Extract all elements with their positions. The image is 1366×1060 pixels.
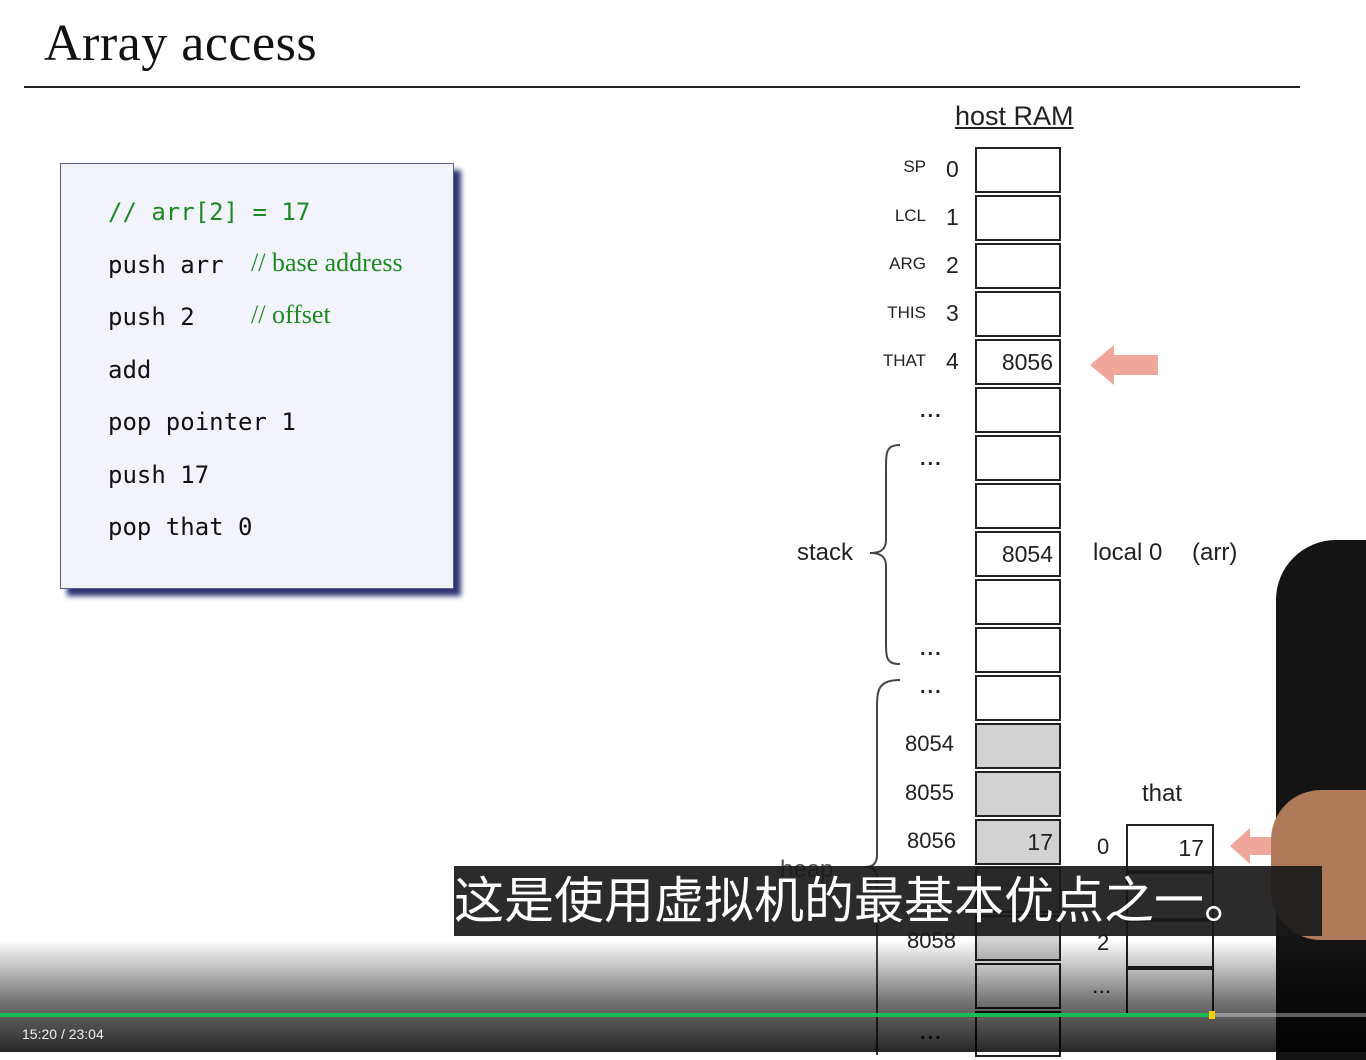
code-panel: // arr[2] = 17 push arr // base address …: [60, 163, 454, 589]
player-controls-overlay: [0, 940, 1366, 1052]
ram-index: 3: [946, 300, 959, 326]
ellipsis: ...: [920, 448, 943, 470]
register-label-lcl: LCL: [894, 206, 926, 225]
heap-cell: [975, 723, 1061, 769]
ram-cell: [975, 291, 1061, 337]
progress-fill: [0, 1013, 1212, 1017]
code-line-pop-that: pop that 0: [108, 513, 253, 541]
progress-bar[interactable]: [0, 1011, 1366, 1019]
ram-cell: [975, 195, 1061, 241]
ellipsis: ...: [920, 400, 943, 422]
local0-label: local 0: [1093, 539, 1163, 566]
heap-cell-8056: 17: [975, 819, 1061, 865]
ellipsis: ...: [920, 676, 943, 698]
code-line-pop-pointer: pop pointer 1: [108, 408, 296, 436]
code-line-push-arr: push arr: [108, 251, 224, 279]
title-divider: [24, 86, 1300, 88]
progress-scrubber[interactable]: [1208, 1011, 1215, 1019]
ram-index: 1: [946, 204, 959, 230]
heap-address: 8054: [905, 731, 954, 756]
ram-cell-that: 8056: [975, 339, 1061, 385]
that-cell-0: 17: [1126, 824, 1214, 872]
register-label-arg: ARG: [889, 254, 926, 273]
ram-index: 2: [946, 252, 959, 278]
register-label-sp: SP: [903, 157, 926, 176]
local0-var-label: (arr): [1192, 539, 1238, 566]
ram-cell: [975, 147, 1061, 193]
current-time: 15:20: [22, 1026, 58, 1042]
ram-index: 0: [946, 156, 959, 182]
code-line-add: add: [108, 356, 152, 384]
ram-cell: [975, 483, 1061, 529]
heap-address: 8056: [907, 828, 956, 853]
ram-cell: [975, 435, 1061, 481]
register-label-that: THAT: [882, 351, 926, 370]
ram-title: host RAM: [955, 101, 1074, 131]
ram-cell-local0: 8054: [975, 531, 1061, 577]
that-segment-title: that: [1142, 780, 1183, 807]
stack-brace-icon: [869, 444, 901, 665]
ram-cell: [975, 579, 1061, 625]
arrow-left-icon: [1090, 345, 1158, 385]
time-separator: /: [60, 1026, 65, 1042]
code-comment-line: // arr[2] = 17: [108, 198, 311, 226]
time-display: 15:20 / 23:04: [22, 1026, 104, 1042]
stack-label: stack: [797, 539, 854, 566]
ellipsis: ...: [920, 638, 943, 660]
heap-address: 8055: [905, 780, 954, 805]
ram-cell: [975, 387, 1061, 433]
ram-cell: [975, 675, 1061, 721]
heap-cell: [975, 771, 1061, 817]
ram-index: 4: [946, 348, 959, 374]
ram-cell: [975, 627, 1061, 673]
code-comment-offset: // offset: [251, 300, 331, 329]
slide-title: Array access: [44, 15, 318, 72]
video-subtitle: 这是使用虚拟机的最基本优点之一。: [454, 866, 1322, 936]
register-label-this: THIS: [887, 303, 926, 322]
that-index: 0: [1097, 834, 1110, 859]
code-comment-base-address: // base address: [251, 248, 403, 277]
code-line-push-2: push 2: [108, 303, 195, 331]
code-line-push-17: push 17: [108, 461, 210, 489]
total-time: 23:04: [68, 1026, 104, 1042]
ram-cell: [975, 243, 1061, 289]
